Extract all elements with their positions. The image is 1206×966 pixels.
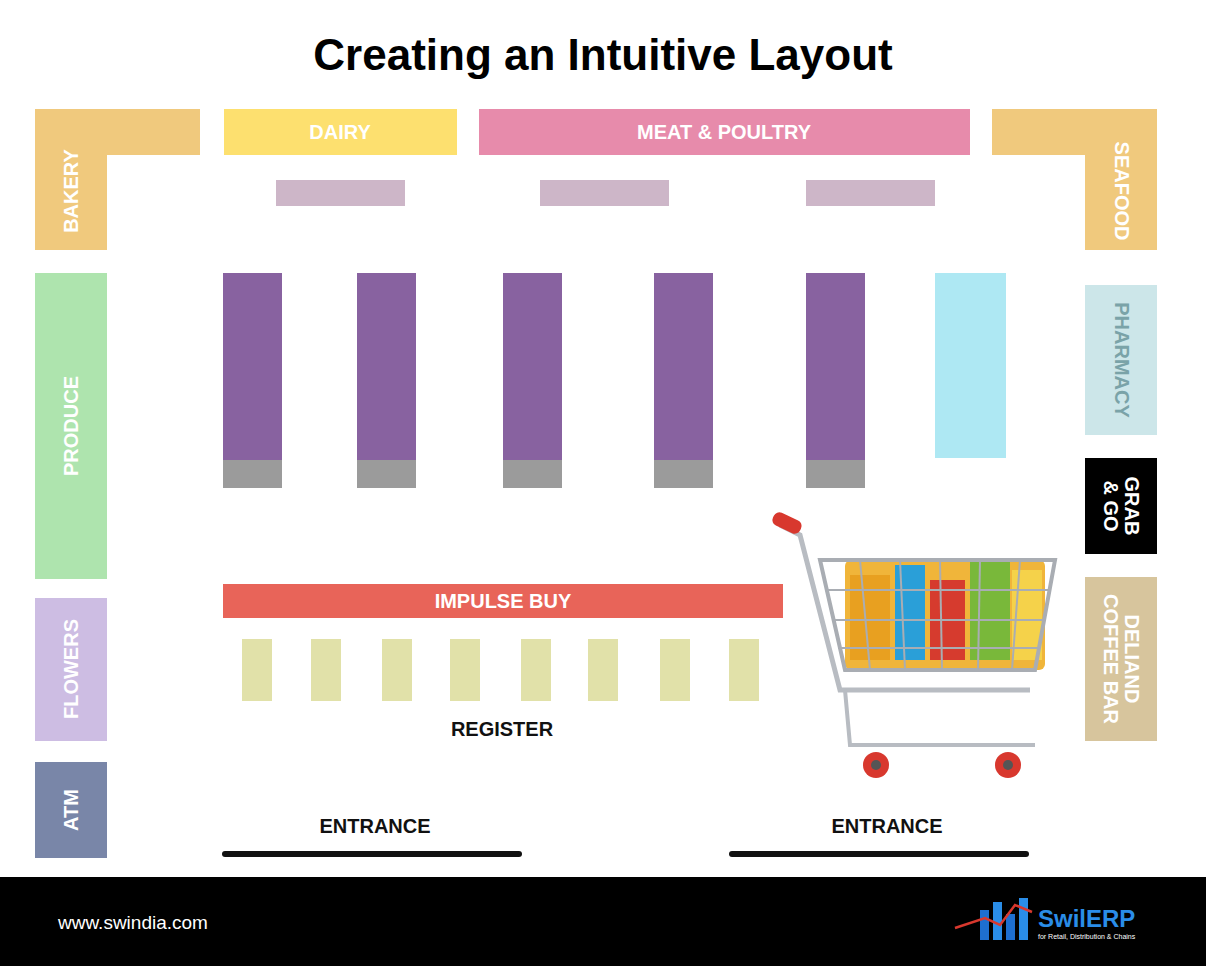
entrance-line (732, 851, 1026, 857)
website-url: www.swindia.com (58, 912, 208, 934)
section-label: PRODUCE (61, 376, 82, 476)
section-label: ATM (61, 789, 82, 831)
section-label: IMPULSE BUY (435, 591, 572, 612)
store-section: PHARMACY (1085, 285, 1157, 435)
store-section: DELIAND COFFEE BAR (1085, 577, 1157, 741)
section-label: DELIAND COFFEE BAR (1100, 589, 1142, 729)
entrance-label: ENTRANCE (831, 815, 942, 838)
section-label: MEAT & POULTRY (637, 122, 811, 143)
cart-illustration (770, 510, 1055, 778)
shelf (806, 180, 935, 206)
section-label: BAKERY (61, 149, 82, 233)
logo-text: SwilERP (1038, 905, 1135, 933)
store-section: DAIRY (224, 109, 457, 155)
entrance-line (225, 851, 519, 857)
store-section: IMPULSE BUY (223, 584, 783, 618)
store-section: ATM (35, 762, 107, 858)
aisles (223, 273, 1006, 488)
store-section: GRAB & GO (1085, 458, 1157, 554)
section-label: PHARMACY (1111, 302, 1132, 418)
store-section: BAKERY (35, 109, 200, 250)
logo-mark (955, 898, 1032, 940)
shelf (276, 180, 405, 206)
title: Creating an Intuitive Layout (0, 30, 1206, 80)
entrance-label: ENTRANCE (319, 815, 430, 838)
section-label: GRAB & GO (1100, 471, 1142, 541)
section-label: SEAFOOD (1111, 142, 1132, 241)
store-section: PRODUCE (35, 273, 107, 579)
store-section: MEAT & POULTRY (479, 109, 970, 155)
footer-band (0, 877, 1206, 966)
section-label: DAIRY (309, 122, 370, 143)
register-label: REGISTER (451, 718, 553, 741)
store-section: FLOWERS (35, 598, 107, 741)
shelf (540, 180, 669, 206)
section-label: FLOWERS (61, 619, 82, 719)
l-shape (992, 109, 1157, 250)
registers (242, 639, 759, 701)
logo-tagline: for Retail, Distribution & Chains (1038, 933, 1135, 940)
store-section: SEAFOOD (992, 109, 1157, 250)
